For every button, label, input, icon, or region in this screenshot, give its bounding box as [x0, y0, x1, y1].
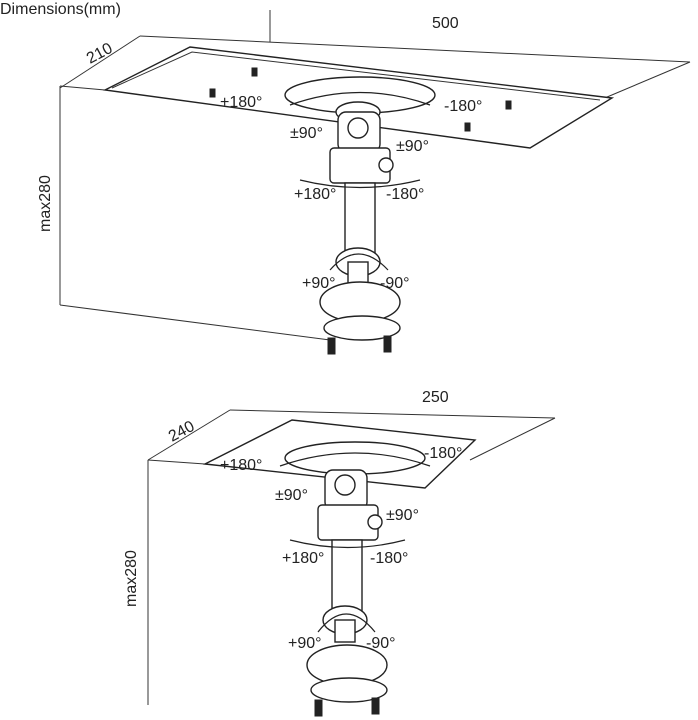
bottom-mount-drawing [147, 409, 556, 717]
bottom-clamp-right: -90° [366, 635, 396, 652]
bottom-clamp-left: +90° [288, 635, 322, 652]
depth-dimension-line [59, 35, 141, 89]
bottom-depth-label: 240 [166, 418, 198, 446]
top-plate-rot-left: +180° [220, 94, 262, 111]
top-swivel-left: +180° [294, 186, 336, 203]
width-dimension-line [139, 35, 691, 63]
top-mount-drawing [59, 10, 691, 355]
width-dimension-line [229, 409, 556, 419]
top-tilt-right: ±90° [396, 138, 429, 155]
bottom-plate-rot-left: +180° [220, 457, 262, 474]
top-depth-label: 210 [84, 40, 116, 68]
depth-dimension-line [147, 409, 231, 461]
top-clamp-right: -90° [380, 275, 410, 292]
top-tilt-left: ±90° [290, 125, 323, 142]
bottom-height-label: max280 [123, 550, 140, 607]
top-width-label: 500 [432, 15, 459, 32]
top-plate-rot-right: -180° [444, 98, 482, 115]
bottom-tilt-left: ±90° [275, 487, 308, 504]
top-swivel-right: -180° [386, 186, 424, 203]
top-clamp-left: +90° [302, 275, 336, 292]
bottom-width-label: 250 [422, 389, 449, 406]
diagram-title: Dimensions(mm) [0, 1, 121, 18]
bottom-plate-rot-right: -180° [424, 445, 462, 462]
bottom-swivel-right: -180° [370, 550, 408, 567]
top-height-label: max280 [37, 175, 54, 232]
bottom-swivel-left: +180° [282, 550, 324, 567]
bottom-tilt-right: ±90° [386, 507, 419, 524]
